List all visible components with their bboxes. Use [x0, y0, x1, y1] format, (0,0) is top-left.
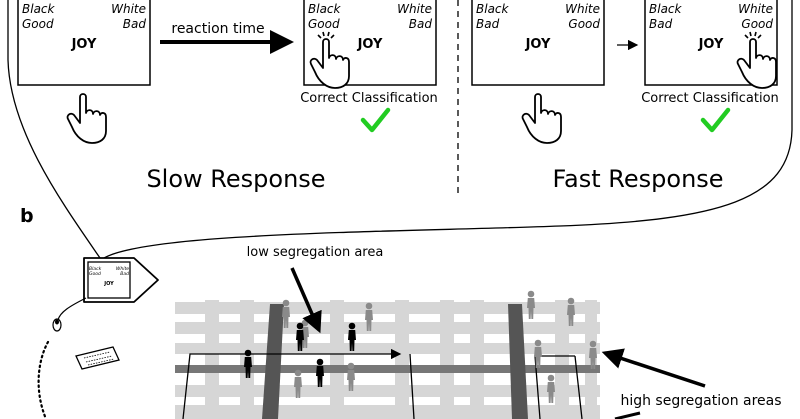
svg-text:White: White: [116, 266, 129, 272]
device-cord: [57, 297, 87, 321]
keyboard-icon: [75, 346, 120, 370]
trial-word: JOY: [525, 37, 551, 52]
city-grid: [175, 300, 600, 419]
trial-left-top: Black: [649, 2, 683, 16]
slow-response-label: Slow Response: [146, 165, 325, 193]
svg-text:Black: Black: [89, 266, 102, 272]
trial-right-top: White: [397, 2, 432, 16]
trial-right-bottom: Good: [741, 17, 773, 31]
click-marks-icon: [317, 31, 762, 39]
trial-left-bottom: Bad: [649, 17, 673, 31]
low-segregation-arrow: [290, 267, 322, 334]
correct-classification-label: Correct Classification: [300, 91, 438, 106]
trial-word: JOY: [357, 37, 383, 52]
correct-classification-label: Correct Classification: [641, 91, 779, 106]
trial-left-top: Black: [476, 2, 510, 16]
trial-right-bottom: Good: [568, 17, 600, 31]
trial-right-bottom: Bad: [409, 17, 433, 31]
bracket-line: [7, 0, 793, 259]
person-figure: [527, 290, 535, 319]
high-segregation-arrow: [601, 348, 706, 388]
svg-text:Good: Good: [89, 271, 101, 277]
tablet-device: Black Good White Bad JOY: [83, 257, 159, 303]
trial-right-top: White: [111, 2, 146, 16]
mouse-icon: [52, 318, 62, 332]
trial-left-bottom: Good: [308, 17, 340, 31]
trial-left-bottom: Good: [22, 17, 54, 31]
trial-left-top: Black: [308, 2, 342, 16]
panel-b-label: b: [20, 205, 34, 227]
person-figure: [316, 358, 324, 387]
hand-icon-idle: [66, 93, 107, 144]
reaction-time-label: reaction time: [171, 21, 264, 37]
trial-boxes: BlackGoodWhiteBadJOYBlackGoodWhiteBadJOY…: [17, 0, 778, 86]
check-icon: [700, 107, 731, 133]
trial-right-top: White: [565, 2, 600, 16]
svg-text:JOY: JOY: [103, 281, 114, 287]
trial-word: JOY: [698, 37, 724, 52]
trial-right-bottom: Bad: [123, 17, 147, 31]
dotted-path: [37, 340, 50, 419]
high-segregation-label: high segregation areas: [620, 393, 781, 409]
person-figure: [547, 374, 555, 403]
check-icon: [360, 107, 391, 133]
fast-response-label: Fast Response: [552, 165, 723, 193]
trial-left-bottom: Bad: [476, 17, 500, 31]
svg-text:Bad: Bad: [120, 271, 129, 277]
hand-icon-idle: [521, 93, 562, 144]
trial-right-top: White: [738, 2, 773, 16]
trial-left-top: Black: [22, 2, 56, 16]
high-segregation-arrow: [614, 411, 641, 419]
trial-word: JOY: [71, 37, 97, 52]
low-segregation-label: low segregation area: [247, 245, 384, 260]
